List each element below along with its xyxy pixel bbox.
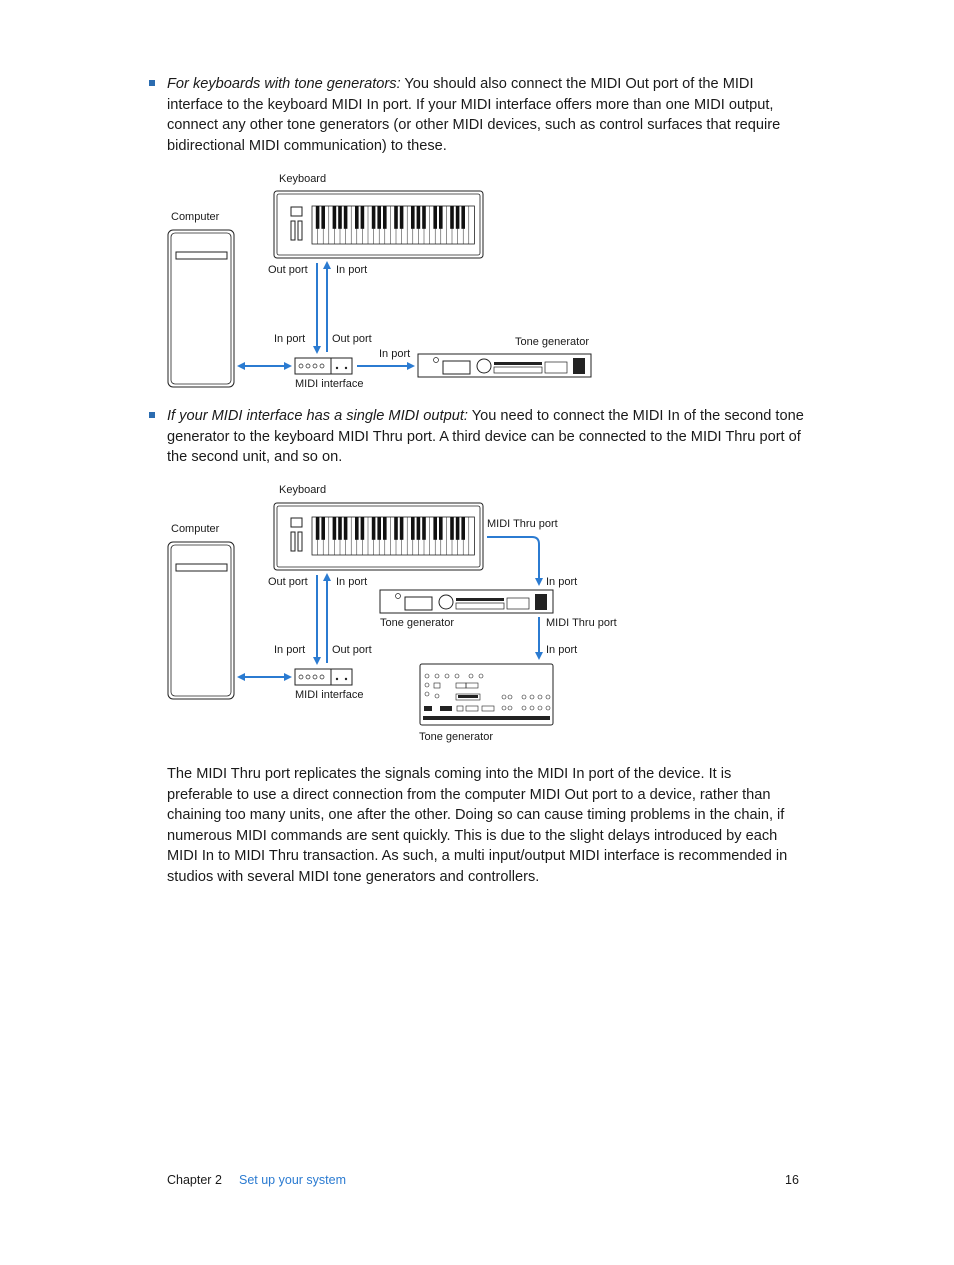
tone-generator-1-device (379, 589, 554, 614)
black-key (360, 206, 365, 229)
keyboard-out-port-label: Out port (268, 264, 308, 276)
bullet-text: You need to connect the MIDI In of the s… (167, 408, 804, 466)
arrow-keyboard-thru-to-tone1 (487, 536, 543, 586)
bullet-text: You should also connect the MIDI Out por… (167, 76, 781, 154)
interface-out-port-label: Out port (332, 644, 372, 656)
bullet-marker (149, 412, 155, 418)
interface-in-port-label: In port (274, 333, 305, 345)
black-key (383, 517, 387, 540)
black-key (360, 517, 365, 540)
computer-device (167, 229, 235, 388)
tone-generator-2-label: Tone generator (419, 731, 493, 743)
black-key (411, 517, 415, 540)
computer-label: Computer (171, 523, 220, 535)
tone-generator-device (417, 353, 592, 378)
midi-interface-label: MIDI interface (295, 689, 363, 701)
black-key (338, 517, 342, 540)
bullet-paragraph-2: If your MIDI interface has a single MIDI… (167, 406, 807, 468)
midi-interface-label: MIDI interface (295, 378, 363, 390)
tone1-in-port-label: In port (546, 576, 577, 588)
tone2-in-port-label: In port (546, 644, 577, 656)
black-key (371, 206, 376, 229)
keyboard-label: Keyboard (279, 484, 326, 496)
tone-generator-1-label: Tone generator (380, 617, 454, 629)
keyboard-in-port-label: In port (336, 264, 367, 276)
chapter-label: Chapter 2 (167, 1173, 222, 1187)
black-key (433, 517, 437, 540)
black-key (439, 206, 443, 229)
keyboard-keys (311, 516, 475, 556)
body-paragraph: The MIDI Thru port replicates the signal… (167, 766, 788, 885)
black-key (450, 517, 454, 540)
black-key (355, 517, 359, 540)
keyboard-device (273, 190, 484, 259)
keyboard-label: Keyboard (279, 173, 326, 185)
midi-thru-port-label: MIDI Thru port (487, 518, 558, 530)
keybed (311, 516, 475, 556)
tone1-midi-thru-label: MIDI Thru port (546, 617, 617, 629)
black-key (394, 517, 398, 540)
bullet-lead: If your MIDI interface has a single MIDI… (167, 408, 468, 424)
page-number: 16 (785, 1173, 799, 1187)
black-key (315, 206, 320, 229)
black-key (411, 206, 415, 229)
black-key (399, 517, 404, 540)
interface-out-port-label: Out port (332, 333, 372, 345)
keyboard-in-port-label: In port (336, 576, 367, 588)
diagram-2: Keyboard Computer MIDI Thru port (167, 484, 617, 743)
computer-label: Computer (171, 211, 220, 223)
black-key (455, 206, 460, 229)
black-key (461, 206, 465, 229)
interface-in-port-label: In port (274, 644, 305, 656)
black-key (321, 517, 325, 540)
bullet-lead: For keyboards with tone generators: (167, 76, 401, 92)
black-key (422, 206, 426, 229)
computer-device (167, 541, 235, 700)
section-link[interactable]: Set up your system (239, 1173, 346, 1187)
black-key (377, 517, 381, 540)
keyboard-device (273, 502, 484, 571)
black-key (416, 206, 421, 229)
midi-interface-device (294, 668, 353, 686)
black-key (343, 517, 348, 540)
tone-generator-label: Tone generator (515, 336, 589, 348)
black-key (394, 206, 398, 229)
bullet-marker (149, 80, 155, 86)
black-key (343, 206, 348, 229)
black-key (377, 206, 381, 229)
black-key (315, 517, 320, 540)
black-key (321, 206, 325, 229)
keyboard-keys (311, 205, 475, 245)
black-key (433, 206, 437, 229)
midi-interface-device (294, 357, 353, 375)
black-key (416, 517, 421, 540)
black-key (461, 517, 465, 540)
diagram-1: Keyboard Computer (167, 173, 592, 390)
tone-generator-2-device (419, 663, 554, 726)
black-key (422, 517, 426, 540)
bullet-paragraph-1: For keyboards with tone generators: You … (167, 74, 807, 156)
black-key (399, 206, 404, 229)
black-key (439, 517, 443, 540)
black-key (338, 206, 342, 229)
black-key (455, 517, 460, 540)
black-key (355, 206, 359, 229)
black-key (383, 206, 387, 229)
tone-in-port-label: In port (379, 348, 410, 360)
black-key (450, 206, 454, 229)
black-key (332, 206, 337, 229)
black-key (371, 517, 376, 540)
black-key (332, 517, 337, 540)
keyboard-out-port-label: Out port (268, 576, 308, 588)
